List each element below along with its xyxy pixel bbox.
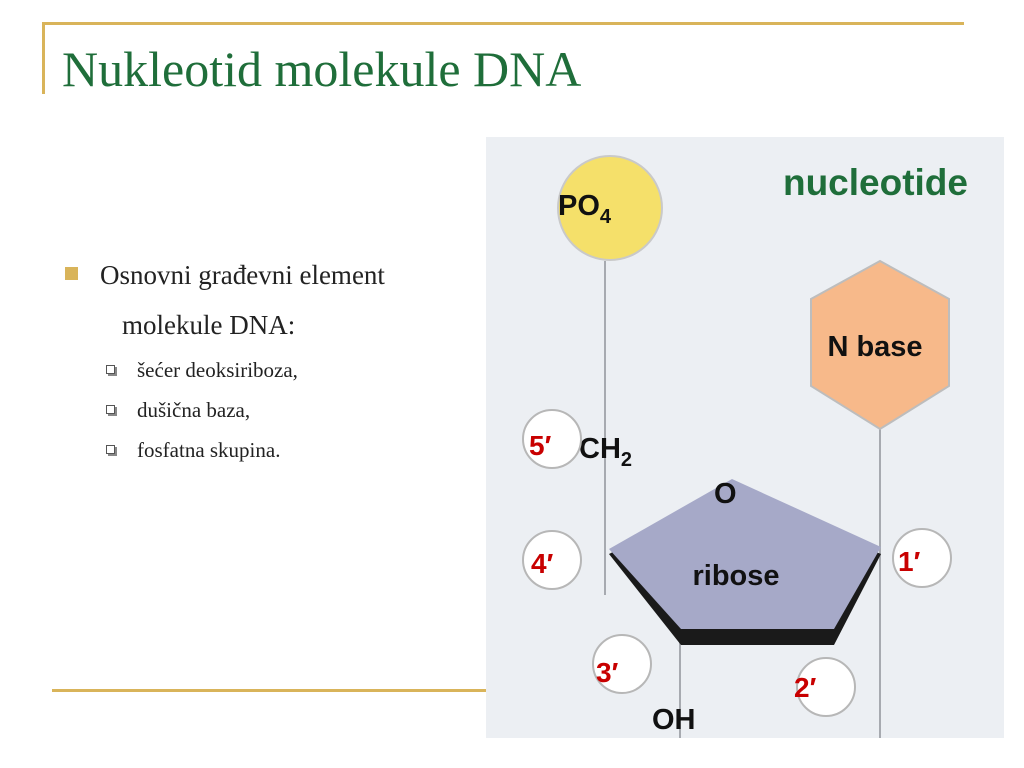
slide-title: Nukleotid molekule DNA (62, 41, 582, 97)
square-bullet-icon (65, 267, 78, 280)
sub-bullet-text: dušična baza, (137, 398, 251, 422)
sub-bullet-sugar: šećer deoksiriboza, (62, 350, 482, 390)
diagram-title: nucleotide (783, 162, 968, 203)
carbon-2-label: 2′ (794, 672, 817, 703)
phosphate-label: PO4 (558, 190, 612, 228)
frame-top-line (42, 22, 964, 25)
oxygen-label: O (714, 478, 737, 510)
sub-bullet-text: fosfatna skupina. (137, 438, 281, 462)
hollow-square-bullet-icon (106, 405, 115, 414)
carbon-2-circle (796, 657, 856, 717)
bullet-main-continuation: molekule DNA: (122, 310, 296, 340)
frame-left-line (42, 22, 45, 94)
nucleotide-svg: PO4 nucleotide N base ribose CH2 O OH 5′… (522, 155, 968, 738)
bullet-main: Osnovni građevni element (62, 250, 482, 300)
phosphate-circle (557, 155, 663, 261)
ribose-pentagon (609, 479, 881, 629)
bullet-list: Osnovni građevni element molekule DNA: š… (62, 250, 482, 470)
nbase-hexagon (810, 259, 950, 431)
carbon-3-circle (592, 634, 652, 694)
ch2-label: CH2 (579, 433, 632, 471)
carbon-3-label: 3′ (596, 657, 619, 688)
sub-bullet-text: šećer deoksiriboza, (137, 358, 298, 382)
frame-bottom-line (52, 689, 487, 692)
carbon-1-label: 1′ (898, 546, 921, 577)
carbon-1-circle (892, 528, 952, 588)
hollow-square-bullet-icon (106, 445, 115, 454)
bullet-main-text: Osnovni građevni element (100, 260, 385, 290)
sub-bullet-base: dušična baza, (62, 390, 482, 430)
carbon-5-circle (522, 409, 582, 469)
carbon-4-circle (522, 530, 582, 590)
carbon-5-label: 5′ (529, 430, 552, 461)
hollow-square-bullet-icon (106, 365, 115, 374)
ribose-label: ribose (692, 560, 779, 592)
carbon-4-label: 4′ (531, 548, 554, 579)
hydroxyl-label: OH (652, 704, 696, 736)
nucleotide-diagram: PO4 nucleotide N base ribose CH2 O OH 5′… (486, 137, 1004, 738)
sub-bullet-phosphate: fosfatna skupina. (62, 430, 482, 470)
nbase-label: N base (827, 331, 922, 363)
